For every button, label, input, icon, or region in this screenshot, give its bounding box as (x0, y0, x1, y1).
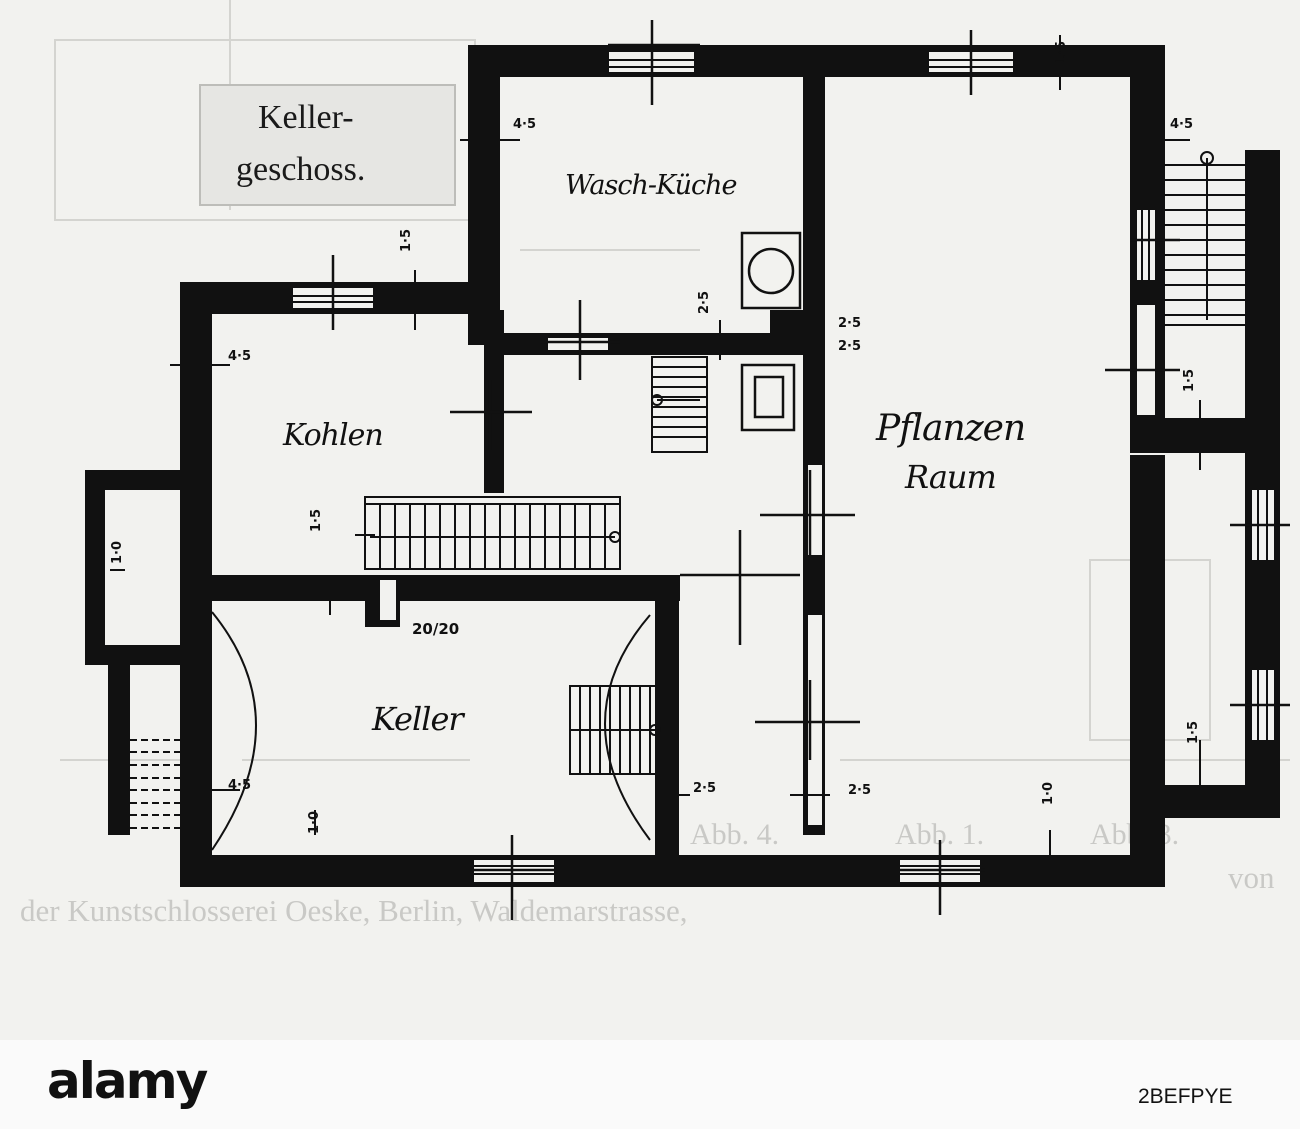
room-label-pflanzen: Pflanzen (876, 408, 1026, 449)
shaft-wall (85, 470, 200, 490)
dimension-label: 2·5 (693, 781, 717, 796)
dimension-label: 4·5 (228, 349, 252, 364)
wall-keller-north (200, 575, 680, 601)
brand-logo: alamy (47, 1052, 208, 1110)
room-label-keller: Keller (372, 700, 464, 738)
scanned-page: Abb. 3. Abb. 1. Abb. 4. der Kunstschloss… (20, 0, 1290, 928)
bleed-text: der Kunstschlosserei Oeske, Berlin, Wald… (20, 893, 688, 928)
annex-staircase (1160, 151, 1245, 326)
dimension-label: 1·0 (1041, 781, 1057, 806)
walls (85, 45, 1280, 887)
main-staircase (364, 496, 621, 570)
small-staircase (651, 356, 708, 453)
dimension-label: 2·5 (838, 339, 862, 354)
laundry-fixtures (740, 231, 802, 432)
floor-plan (54, 0, 1290, 920)
room-label-kohlen: Kohlen (283, 418, 384, 453)
wall-stub (770, 310, 805, 338)
bleed-text: von (1228, 860, 1275, 895)
dimension-label: 2·5 (697, 290, 713, 315)
wall-south (180, 855, 1165, 887)
dimension-label: 4·5 (228, 778, 252, 793)
axis-crosses (300, 20, 1290, 920)
watermark-footer (0, 1040, 1300, 1129)
shaft-wall (85, 470, 105, 665)
stock-image-id: 2BEFPYE (1138, 1085, 1233, 1108)
dimension-label: 2·5 (838, 316, 862, 331)
wall-annex-south (1160, 785, 1280, 818)
dimension-ticks (110, 35, 1201, 865)
dimension-label: 1·0 (307, 810, 323, 835)
dimension-label: 4·5 (1170, 117, 1194, 132)
room-label-wasch-kueche: Wasch-Küche (565, 170, 737, 201)
plan-title-line2: geschoss. (236, 151, 366, 188)
dimension-label: 1·5 (399, 228, 415, 253)
wall-kohlen-east (484, 310, 504, 493)
dimension-label: 1·0 (110, 540, 126, 565)
shaft-wall (85, 645, 200, 665)
dimension-label: 20/20 (412, 620, 460, 638)
light-well-wall (108, 665, 130, 835)
title-frame (199, 84, 456, 206)
plan-title-line1: Keller- (258, 99, 354, 136)
dimension-label: 1·5 (1054, 40, 1070, 65)
door-swings (211, 611, 651, 851)
bleed-text: Abb. 4. (690, 818, 780, 851)
dimension-label: 2·5 (848, 783, 872, 798)
dimension-label: 1·5 (1186, 720, 1202, 745)
keller-staircase (569, 685, 661, 775)
wall-keller-east (655, 575, 679, 860)
dimension-label: 4·5 (513, 117, 537, 132)
room-label-raum: Raum (905, 458, 997, 496)
dimension-label: 1·5 (1182, 368, 1198, 393)
light-well-steps (130, 739, 180, 829)
wall-wasch-south (484, 333, 814, 355)
dimension-label: 1·5 (309, 508, 325, 533)
